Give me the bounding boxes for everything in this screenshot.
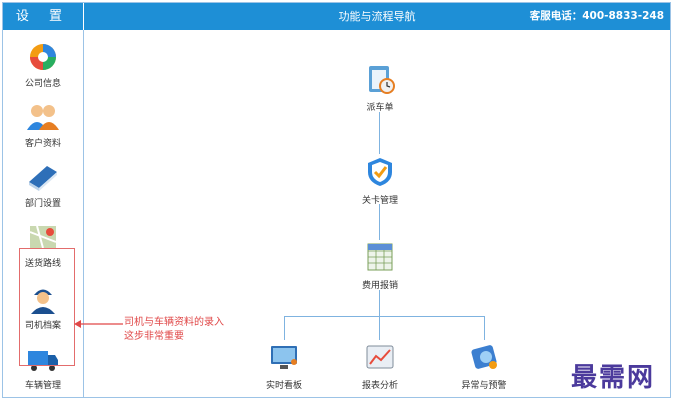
service-phone: 客服电话：400-8833-248 <box>529 10 664 22</box>
flow-label: 关卡管理 <box>361 196 398 206</box>
flow-report-analysis[interactable]: 报表分析 <box>345 340 415 391</box>
settings-header: 设 置 <box>3 3 83 30</box>
page-title: 功能与流程导航 <box>338 10 416 23</box>
sidebar: 公司信息 客户资料 部门设置 <box>3 30 84 397</box>
flow-label: 实时看板 <box>265 381 302 391</box>
sidebar-item-driver-files[interactable]: 司机档案 <box>3 278 83 334</box>
sidebar-item-company-info[interactable]: 公司信息 <box>3 36 83 92</box>
flow-label: 报表分析 <box>361 381 398 391</box>
flow-connector <box>379 204 380 240</box>
app-window: 设 置 功能与流程导航 客服电话：400-8833-248 公司信息 客 <box>2 2 671 398</box>
sidebar-item-label: 公司信息 <box>24 79 61 89</box>
driver-vehicle-highlight-box <box>19 248 75 366</box>
company-icon <box>30 44 56 70</box>
flow-connector <box>379 112 380 154</box>
flow-exceptions-alerts[interactable]: 异常与预警 <box>449 340 519 391</box>
flow-connector <box>284 316 484 317</box>
flow-dispatch-order[interactable]: 派车单 <box>345 62 415 113</box>
monitor-icon <box>271 346 297 369</box>
flow-connector <box>484 316 485 340</box>
annotation-note: 司机与车辆资料的录入 这步非常重要 <box>124 316 224 344</box>
annotation-line-1: 司机与车辆资料的录入 <box>124 317 224 328</box>
driver-icon <box>31 289 55 314</box>
sidebar-item-departments[interactable]: 部门设置 <box>3 156 83 212</box>
sidebar-item-label: 车辆管理 <box>24 381 61 391</box>
flow-label: 费用报销 <box>361 281 398 291</box>
annotation-arrow-icon <box>74 320 123 328</box>
flow-realtime-dashboard[interactable]: 实时看板 <box>249 340 319 391</box>
flow-label: 异常与预警 <box>461 381 507 391</box>
sidebar-item-label: 部门设置 <box>24 199 61 209</box>
sidebar-item-label: 客户资料 <box>24 139 61 149</box>
truck-icon <box>28 351 58 371</box>
sidebar-item-customers[interactable]: 客户资料 <box>3 96 83 152</box>
watermark: 最需网 <box>570 363 655 393</box>
departments-icon <box>29 166 57 191</box>
main-header: 功能与流程导航 客服电话：400-8833-248 <box>84 3 670 30</box>
flow-expense-reimbursement[interactable]: 费用报销 <box>345 240 415 291</box>
alert-icon <box>471 345 497 369</box>
clipboard-clock-icon <box>369 66 395 94</box>
flow-connector <box>284 316 285 340</box>
flow-connector <box>379 290 380 340</box>
annotation-line-2: 这步非常重要 <box>124 331 184 342</box>
spreadsheet-icon <box>367 243 393 271</box>
line-chart-icon <box>366 345 394 369</box>
sidebar-item-label: 送货路线 <box>24 259 61 269</box>
shield-check-icon <box>368 158 392 186</box>
sidebar-item-delivery-route[interactable]: 送货路线 <box>3 216 83 272</box>
sidebar-item-vehicle-management[interactable]: 车辆管理 <box>3 338 83 394</box>
customers-icon <box>27 105 59 130</box>
flow-label: 派车单 <box>366 103 394 113</box>
sidebar-item-label: 司机档案 <box>24 321 61 331</box>
route-icon <box>29 225 57 249</box>
flow-checkpoint-management[interactable]: 关卡管理 <box>345 155 415 206</box>
